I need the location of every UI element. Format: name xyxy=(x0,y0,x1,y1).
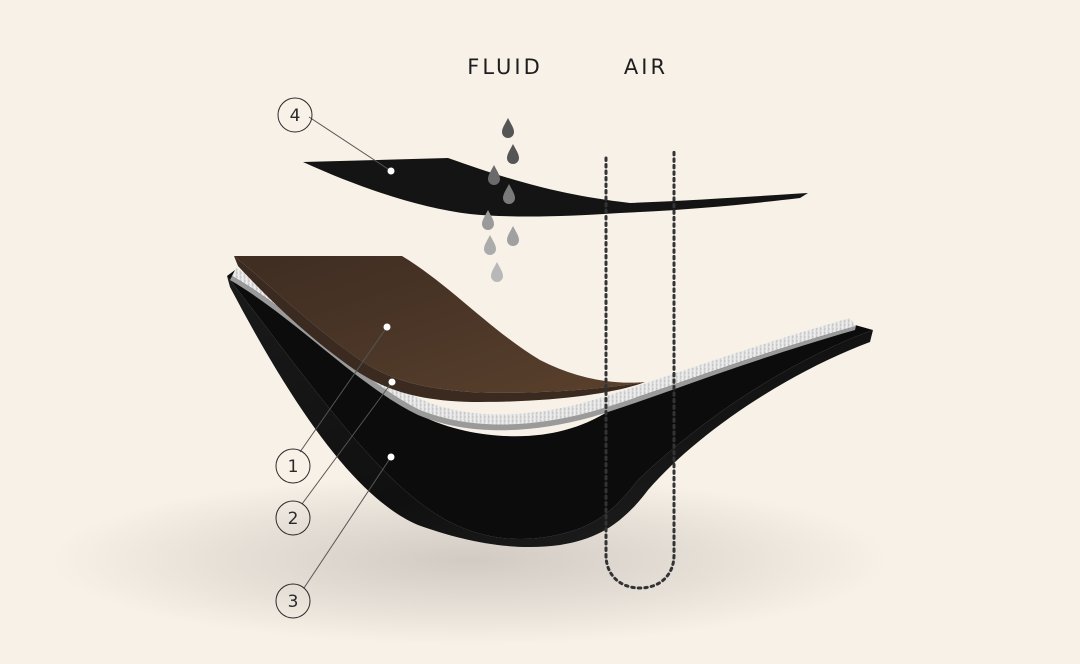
callout-circle xyxy=(277,97,313,133)
callout-4: 4 xyxy=(277,97,313,133)
top-sheet xyxy=(303,158,808,217)
water-drop-icon xyxy=(507,144,519,164)
fluid-label: FLUID xyxy=(467,55,542,79)
callout-number: 3 xyxy=(288,592,299,612)
callout-circle xyxy=(275,583,311,619)
callout-circle xyxy=(275,500,311,536)
leader-line-1 xyxy=(299,326,388,453)
marker-dot-4 xyxy=(387,167,395,175)
air-label: AIR xyxy=(624,55,668,79)
callout-number: 4 xyxy=(290,106,301,126)
water-drop-icon xyxy=(507,226,519,246)
marker-dot-3 xyxy=(387,453,395,461)
callout-2: 2 xyxy=(275,500,311,536)
water-drop-icon xyxy=(484,235,496,255)
leader-line-2 xyxy=(301,381,393,505)
callout-number: 2 xyxy=(288,509,299,529)
callout-3: 3 xyxy=(275,583,311,619)
water-drop-icon xyxy=(502,118,514,138)
leader-line-4 xyxy=(308,116,392,172)
callout-circle xyxy=(275,448,311,484)
callout-1: 1 xyxy=(275,448,311,484)
water-drop-icon xyxy=(503,184,515,204)
black-base-layer xyxy=(227,276,873,548)
water-drop-icon xyxy=(491,262,503,282)
marker-dot-1 xyxy=(383,323,391,331)
callout-number: 1 xyxy=(288,457,299,477)
water-drop-icon xyxy=(488,165,500,185)
brown-textile-layer xyxy=(234,256,645,393)
black-base-inner-face xyxy=(227,270,873,540)
floor-shadow xyxy=(50,475,890,645)
layer-markers xyxy=(383,167,396,461)
air-dotted-path xyxy=(604,148,676,590)
fluid-drops xyxy=(482,118,519,282)
marker-dot-2 xyxy=(388,378,396,386)
water-drop-icon xyxy=(482,210,494,230)
white-mesh-layer-edge xyxy=(230,276,856,431)
leader-lines xyxy=(299,116,393,589)
brown-textile-layer-front xyxy=(234,256,645,402)
leader-line-3 xyxy=(303,456,392,589)
